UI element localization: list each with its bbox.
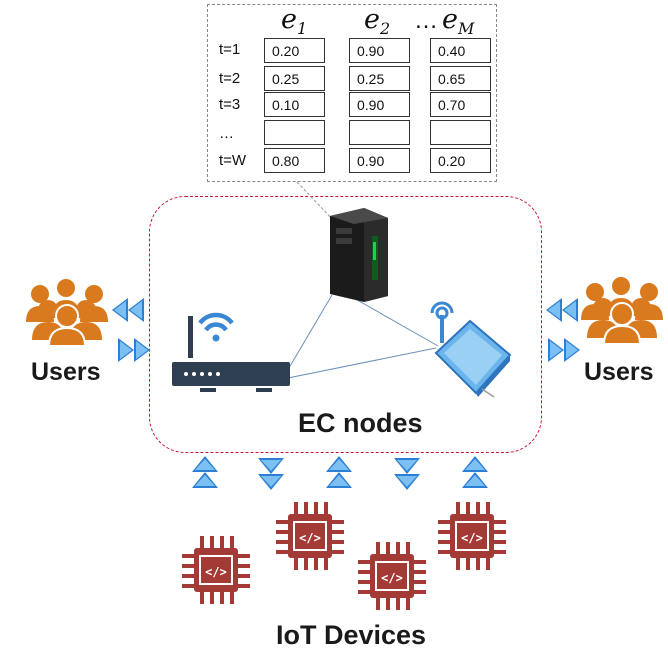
table-cell [264, 120, 325, 145]
row-label: t=3 [219, 96, 241, 113]
column-header-eM: …eM [414, 4, 475, 38]
double-chevron-left-icon [546, 298, 578, 322]
wifi-router-icon [172, 312, 290, 392]
row-label: t=2 [219, 70, 241, 87]
users-group-icon [581, 277, 663, 345]
double-chevron-up-icon [326, 456, 352, 488]
double-chevron-up-icon [192, 456, 218, 488]
table-cell: 0.90 [349, 92, 410, 117]
link-router-ap [287, 347, 437, 379]
link-server-router [282, 294, 333, 379]
row-label: t=1 [219, 41, 241, 58]
table-cell: 0.90 [349, 38, 410, 63]
double-chevron-up-icon [462, 456, 488, 488]
table-cell: 0.70 [430, 92, 491, 117]
users-right-label: Users [584, 358, 654, 386]
table-cell: 0.25 [264, 66, 325, 91]
table-cell: 0.20 [264, 38, 325, 63]
svg-text:</>: </> [461, 531, 483, 545]
table-cell [349, 120, 410, 145]
table-cell: 0.25 [349, 66, 410, 91]
table-cell: 0.80 [264, 148, 325, 173]
table-cell: 0.90 [349, 148, 410, 173]
users-group-icon [26, 279, 108, 347]
double-chevron-right-icon [118, 338, 150, 362]
row-label: … [219, 125, 234, 142]
microchip-icon: </> [276, 502, 344, 570]
table-cell: 0.10 [264, 92, 325, 117]
link-server-ap [344, 292, 439, 347]
double-chevron-right-icon [548, 338, 580, 362]
double-chevron-down-icon [394, 458, 420, 490]
double-chevron-left-icon [112, 298, 144, 322]
svg-text:</>: </> [299, 531, 321, 545]
server-icon [330, 208, 388, 302]
row-label: t=W [219, 152, 247, 169]
table-cell: 0.20 [430, 148, 491, 173]
iot-devices-label: IoT Devices [276, 620, 427, 650]
users-left-label: Users [31, 358, 101, 386]
microchip-icon: </> [438, 502, 506, 570]
svg-text:</>: </> [381, 571, 403, 585]
table-cell: 0.40 [430, 38, 491, 63]
column-header-e1: e1 [281, 4, 308, 38]
ec-nodes-label: EC nodes [298, 408, 423, 438]
column-header-e2: e2 [364, 4, 391, 38]
callout-pointer [296, 181, 336, 223]
microchip-icon: </> [182, 536, 250, 604]
table-cell [430, 120, 491, 145]
microchip-icon: </> [358, 542, 426, 610]
svg-text:</>: </> [205, 565, 227, 579]
double-chevron-down-icon [258, 458, 284, 490]
access-point-icon [430, 301, 512, 398]
table-cell: 0.65 [430, 66, 491, 91]
